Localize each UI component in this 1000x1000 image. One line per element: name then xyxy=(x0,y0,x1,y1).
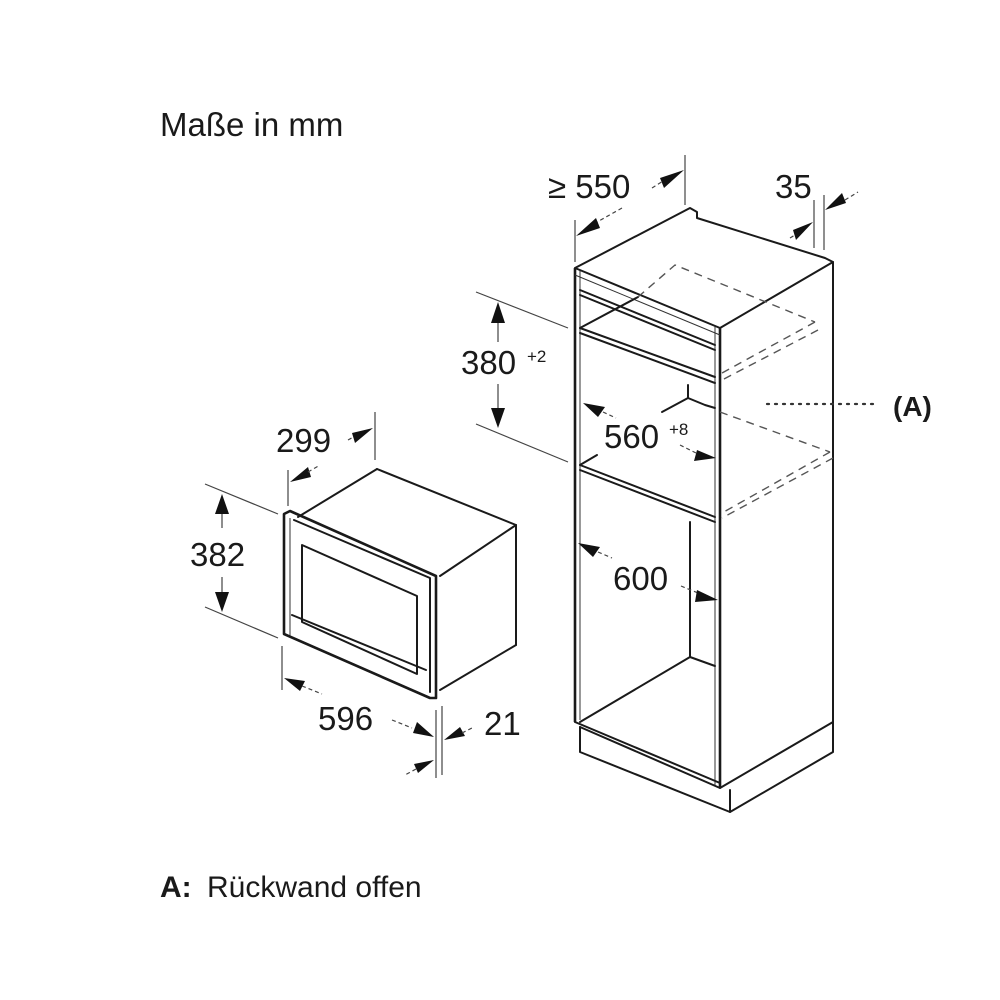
dimension-niche-height: 380 +2 xyxy=(461,291,569,463)
callout-a: (A) xyxy=(765,391,932,422)
appliance-width-label: 596 xyxy=(318,700,373,737)
dimension-appliance-height: 382 xyxy=(190,483,279,639)
dimension-appliance-width: 596 xyxy=(281,646,443,778)
page-title: Maße in mm xyxy=(160,106,343,143)
rear-gap-label: 35 xyxy=(775,168,812,205)
legend: A: Rückwand offen xyxy=(160,871,422,904)
appliance-depth-label: 299 xyxy=(276,422,331,459)
niche-width-label: 560 xyxy=(604,418,659,455)
callout-a-label: (A) xyxy=(893,391,932,422)
niche-height-tolerance: +2 xyxy=(527,347,546,366)
dimension-cabinet-depth: ≥ 550 xyxy=(548,155,686,262)
appliance-height-label: 382 xyxy=(190,536,245,573)
dimension-front-thickness: 21 xyxy=(404,705,521,776)
dimension-appliance-depth: 299 xyxy=(276,412,376,506)
tall-cabinet xyxy=(573,207,834,813)
microwave-appliance xyxy=(282,468,517,700)
niche-height-label: 380 xyxy=(461,344,516,381)
legend-key: A: xyxy=(160,871,192,904)
depth-min-label: ≥ 550 xyxy=(548,168,630,205)
dimension-cabinet-width: 600 xyxy=(578,543,718,602)
dimension-niche-width: 560 +8 xyxy=(583,403,716,461)
legend-text: Rückwand offen xyxy=(207,871,422,904)
niche-width-tolerance: +8 xyxy=(669,420,688,439)
front-thickness-label: 21 xyxy=(484,705,521,742)
cabinet-width-label: 600 xyxy=(613,560,668,597)
dimension-rear-gap: 35 xyxy=(775,168,859,250)
